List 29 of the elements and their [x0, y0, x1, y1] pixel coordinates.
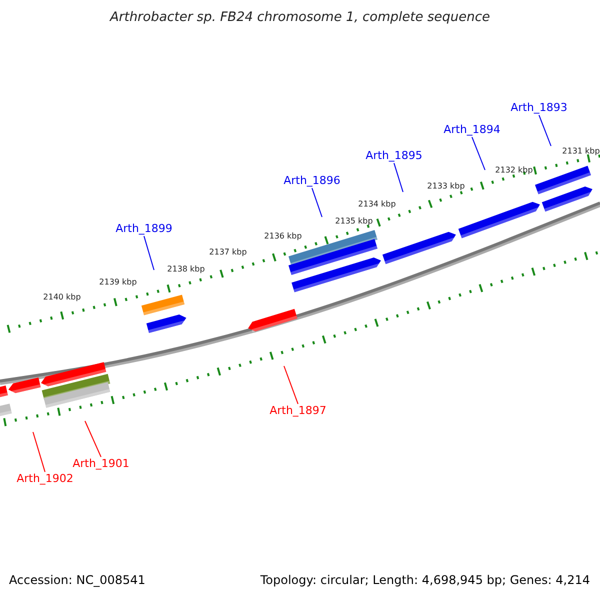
gene-label: Arth_1899	[116, 222, 172, 236]
scale-label: 2136 kbp	[264, 232, 302, 242]
gene-label: Arth_1901	[72, 458, 130, 470]
leader-line	[394, 162, 404, 192]
leader-line	[284, 366, 298, 404]
scale-label: 2138 kbp	[167, 266, 205, 274]
scale-label: 2137 kbp	[209, 248, 247, 258]
leader-line	[32, 432, 46, 472]
gene-label: Arth_1895	[366, 150, 422, 162]
gene-label: Arth_1897	[270, 404, 326, 418]
genome-summary: Topology: circular; Length: 4,698,945 bp; Genes: 4,214	[260, 574, 590, 588]
scale-label: 2135 kbp	[335, 218, 373, 226]
leader-line	[84, 420, 102, 458]
scale-label: 2132 kbp	[495, 166, 533, 176]
gene-label: Arth_1902	[16, 472, 74, 486]
scale-label: 2134 kbp	[358, 200, 396, 210]
leader-line	[144, 236, 154, 270]
gene-label: Arth_1894	[444, 124, 500, 136]
leader-line	[312, 188, 322, 218]
gene-label: Arth_1893	[510, 102, 568, 114]
scale-label: 2139 kbp	[99, 278, 137, 288]
gene-label: Arth_1896	[284, 174, 340, 188]
accession-text: Accession: NC_008541	[9, 574, 146, 588]
leader-line	[472, 136, 486, 170]
scale-label: 2140 kbp	[43, 294, 81, 302]
title: Arthrobacter sp. FB24 chromosome 1, complete sequence	[110, 11, 490, 26]
scale-label: 2133 kbp	[427, 182, 465, 192]
leader-line	[538, 114, 552, 146]
scale-label: 2131 kbp	[562, 148, 600, 156]
